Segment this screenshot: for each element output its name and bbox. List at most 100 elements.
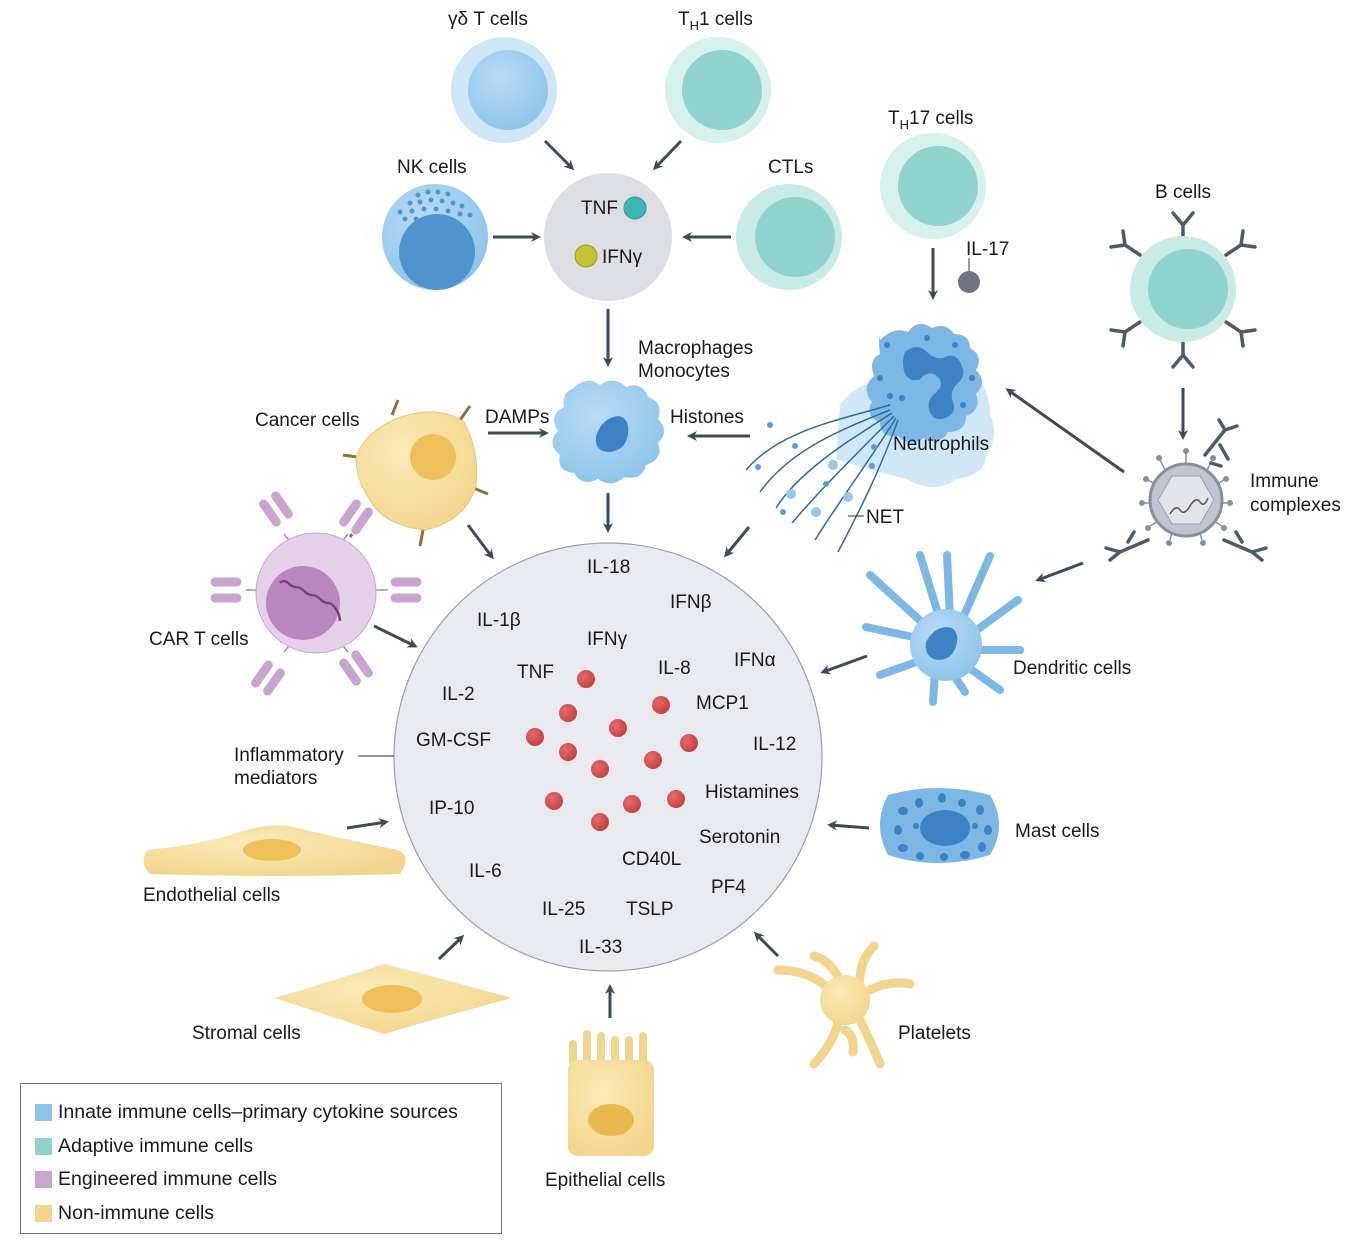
dendritic-cell xyxy=(862,551,1024,706)
mediator-dot xyxy=(609,719,627,737)
mediator-tnf: TNF xyxy=(517,662,554,683)
damps-label: DAMPs xyxy=(485,407,549,428)
il17-label: IL-17 xyxy=(966,239,1009,260)
arrow-stromal-to-mediators xyxy=(437,934,465,961)
epithelial-cell xyxy=(568,1030,654,1156)
mediator-dot xyxy=(559,704,577,722)
neutrophil-cell xyxy=(745,323,995,553)
mediator-ifng: IFNγ xyxy=(587,629,628,650)
legend-item-non-immune: Non-immune cells xyxy=(35,1197,501,1231)
b-cell xyxy=(1109,211,1257,369)
mediator-il33: IL-33 xyxy=(579,937,622,958)
mast-cell xyxy=(880,788,999,863)
mediator-il1b: IL-1β xyxy=(477,610,521,631)
mediator-gmcsf: GM-CSF xyxy=(416,730,491,751)
legend-item-engineered: Engineered immune cells xyxy=(35,1163,501,1197)
mast-cells-label: Mast cells xyxy=(1015,821,1099,842)
ctls-label: CTLs xyxy=(768,157,813,178)
legend-item-innate: Innate immune cells–primary cytokine sou… xyxy=(35,1096,501,1130)
mediator-dot xyxy=(591,760,609,778)
mediator-tslp: TSLP xyxy=(626,899,674,920)
endothelial-cells-label: Endothelial cells xyxy=(143,885,280,906)
inflammatory-mediators-label: Inflammatory xyxy=(234,745,344,766)
legend-item-adaptive: Adaptive immune cells xyxy=(35,1130,501,1164)
legend: Innate immune cells–primary cytokine sou… xyxy=(20,1083,502,1234)
legend-label-non-immune: Non-immune cells xyxy=(58,1201,215,1224)
mediator-il6: IL-6 xyxy=(469,861,502,882)
mediator-dot xyxy=(577,670,595,688)
inflammatory-mediators-hub xyxy=(358,542,823,972)
neutrophils-label: Neutrophils xyxy=(893,434,989,455)
gamma-delta-t-cell xyxy=(451,37,557,143)
monocytes-label: Monocytes xyxy=(638,361,730,382)
mediator-il18: IL-18 xyxy=(587,557,630,578)
mediator-dot xyxy=(591,813,609,831)
mediator-dot xyxy=(545,792,563,810)
macrophages-label: Macrophages xyxy=(638,338,753,359)
stromal-cells-label: Stromal cells xyxy=(192,1023,301,1044)
cancer-cells-label: Cancer cells xyxy=(255,410,360,431)
car-t-cells-label: CAR T cells xyxy=(149,629,249,650)
mediator-ip10: IP-10 xyxy=(429,798,474,819)
arrow-gd-t-to-hub xyxy=(543,139,575,171)
endothelial-cell xyxy=(143,825,406,876)
cancer-cell xyxy=(342,399,489,547)
gamma-delta-t-cells-label: γδ T cells xyxy=(448,9,528,30)
b-cells-label: B cells xyxy=(1155,182,1211,203)
th17-cells-label: TH17 cells xyxy=(888,108,973,132)
legend-swatch-engineered xyxy=(35,1171,52,1189)
legend-label-innate: Innate immune cells–primary cytokine sou… xyxy=(58,1101,458,1124)
th1-cells-label: TH1 cells xyxy=(678,9,753,33)
immune-complexes-label-2: complexes xyxy=(1250,495,1341,516)
nk-cells-label: NK cells xyxy=(397,157,467,178)
upstream-ifng-label: IFNγ xyxy=(602,247,643,268)
stromal-cell xyxy=(274,964,512,1034)
il17-molecule xyxy=(958,258,980,293)
net-label: NET xyxy=(866,507,904,528)
mediator-dot xyxy=(559,743,577,761)
arrow-car-t-to-mediators xyxy=(373,624,418,648)
mediator-dot xyxy=(667,790,685,808)
dendritic-cells-label: Dendritic cells xyxy=(1013,658,1131,679)
mediator-labels: IL-18 IFNβ IL-1β IFNγ IFNα TNF IL-8 IL-2… xyxy=(416,557,799,958)
arrow-endothelial-to-mediators xyxy=(346,818,389,830)
epithelial-cells-label: Epithelial cells xyxy=(545,1170,665,1191)
mediator-il2: IL-2 xyxy=(442,684,475,705)
car-t-cell xyxy=(209,490,423,697)
arrows xyxy=(346,139,1188,1018)
immune-complexes-label-1: Immune xyxy=(1250,471,1319,492)
ctl-cell xyxy=(736,184,842,290)
mediator-histamines: Histamines xyxy=(705,782,799,803)
upstream-cytokine-hub xyxy=(544,173,672,301)
mediator-il12: IL-12 xyxy=(753,734,796,755)
platelets-label: Platelets xyxy=(898,1023,971,1044)
histones-label: Histones xyxy=(670,407,744,428)
upstream-tnf-label: TNF xyxy=(581,198,618,219)
mediator-pf4: PF4 xyxy=(711,877,746,898)
mediator-dot xyxy=(680,734,698,752)
mediator-il8: IL-8 xyxy=(658,658,691,679)
mediator-dot xyxy=(623,795,641,813)
arrow-th1-to-hub xyxy=(652,139,683,171)
legend-label-adaptive: Adaptive immune cells xyxy=(58,1134,254,1157)
mediator-dots xyxy=(526,670,698,831)
immune-complex xyxy=(1104,418,1268,562)
arrow-immune-complex-to-neutrophil xyxy=(1005,388,1125,474)
mediator-cd40l: CD40L xyxy=(622,849,681,870)
arrow-dendritic-to-mediators xyxy=(820,654,868,675)
mediator-ifnb: IFNβ xyxy=(670,592,712,613)
mediator-ifna: IFNα xyxy=(734,650,776,671)
mediator-dot xyxy=(652,696,670,714)
mediator-dot xyxy=(526,728,544,746)
mediator-mcp1: MCP1 xyxy=(696,693,749,714)
ifng-molecule xyxy=(574,244,598,268)
legend-swatch-non-immune xyxy=(35,1204,52,1222)
arrow-mast-to-mediators xyxy=(827,820,870,831)
nk-cell xyxy=(382,184,488,290)
th1-cell xyxy=(665,37,771,143)
arrow-cancer-to-mediators xyxy=(466,524,494,560)
legend-swatch-innate xyxy=(35,1104,52,1122)
mediator-dot xyxy=(644,751,662,769)
mediator-serotonin: Serotonin xyxy=(699,827,780,848)
